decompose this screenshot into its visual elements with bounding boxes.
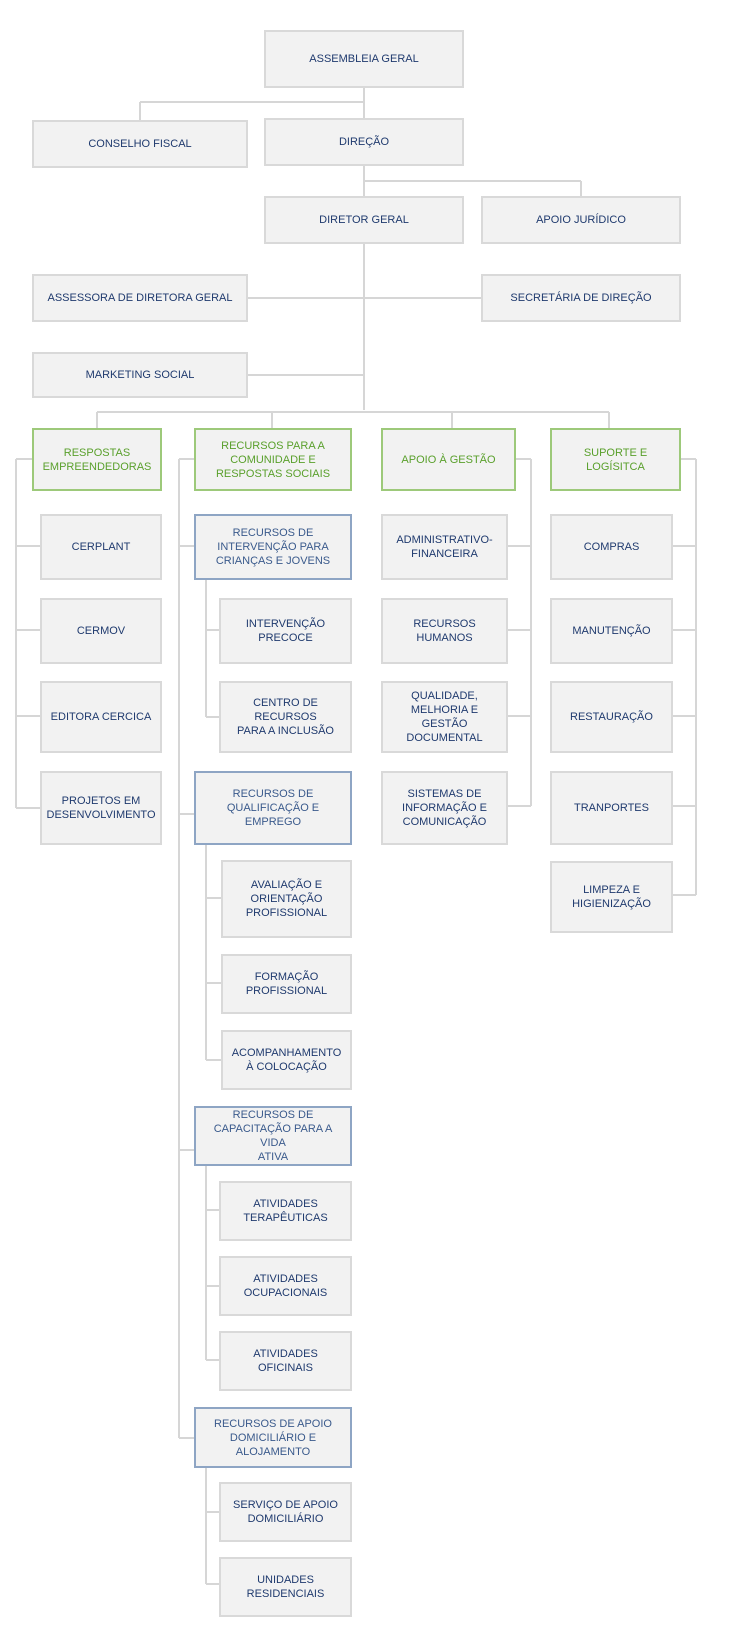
unit-sistemas-informacao: SISTEMAS DE INFORMAÇÃO E COMUNICAÇÃO [381, 771, 508, 845]
node-conselho-fiscal: CONSELHO FISCAL [32, 120, 248, 168]
group-apoio-domiciliario: RECURSOS DE APOIO DOMICILIÁRIO E ALOJAME… [194, 1407, 352, 1468]
unit-restauracao: RESTAURAÇÃO [550, 681, 673, 753]
node-assessora: ASSESSORA DE DIRETORA GERAL [32, 274, 248, 322]
unit-atividades-ocupacionais: ATIVIDADES OCUPACIONAIS [219, 1256, 352, 1316]
unit-editora-cercica: EDITORA CERCICA [40, 681, 162, 753]
unit-manutencao: MANUTENÇÃO [550, 598, 673, 664]
unit-unidades-residenciais: UNIDADES RESIDENCIAIS [219, 1557, 352, 1617]
unit-cerplant: CERPLANT [40, 514, 162, 580]
unit-cermov: CERMOV [40, 598, 162, 664]
node-assembleia-geral: ASSEMBLEIA GERAL [264, 30, 464, 88]
dept-respostas-empreendedoras: RESPOSTAS EMPREENDEDORAS [32, 428, 162, 491]
unit-administrativo-financeira: ADMINISTRATIVO- FINANCEIRA [381, 514, 508, 580]
group-capacitacao-vida-ativa: RECURSOS DE CAPACITAÇÃO PARA A VIDA ATIV… [194, 1106, 352, 1166]
unit-tranportes: TRANPORTES [550, 771, 673, 845]
unit-acompanhamento-colocacao: ACOMPANHAMENTO À COLOCAÇÃO [221, 1030, 352, 1090]
dept-suporte-logistica: SUPORTE E LOGÍSITCA [550, 428, 681, 491]
unit-intervencao-precoce: INTERVENÇÃO PRECOCE [219, 598, 352, 664]
unit-qualidade-melhoria: QUALIDADE, MELHORIA E GESTÃO DOCUMENTAL [381, 681, 508, 753]
dept-recursos-comunidade: RECURSOS PARA A COMUNIDADE E RESPOSTAS S… [194, 428, 352, 491]
group-qualificacao-emprego: RECURSOS DE QUALIFICAÇÃO E EMPREGO [194, 771, 352, 845]
node-secretaria: SECRETÁRIA DE DIREÇÃO [481, 274, 681, 322]
unit-centro-recursos-inclusao: CENTRO DE RECURSOS PARA A INCLUSÃO [219, 681, 352, 753]
node-diretor-geral: DIRETOR GERAL [264, 196, 464, 244]
dept-apoio-gestao: APOIO À GESTÃO [381, 428, 516, 491]
unit-atividades-terapeuticas: ATIVIDADES TERAPÊUTICAS [219, 1181, 352, 1241]
node-apoio-juridico: APOIO JURÍDICO [481, 196, 681, 244]
node-marketing-social: MARKETING SOCIAL [32, 352, 248, 398]
unit-avaliacao-orientacao: AVALIAÇÃO E ORIENTAÇÃO PROFISSIONAL [221, 860, 352, 938]
unit-atividades-oficinais: ATIVIDADES OFICINAIS [219, 1331, 352, 1391]
unit-compras: COMPRAS [550, 514, 673, 580]
node-direcao: DIREÇÃO [264, 118, 464, 166]
unit-servico-apoio-domiciliario: SERVIÇO DE APOIO DOMICILIÁRIO [219, 1482, 352, 1542]
unit-projetos-desenvolvimento: PROJETOS EM DESENVOLVIMENTO [40, 771, 162, 845]
group-intervencao-criancas: RECURSOS DE INTERVENÇÃO PARA CRIANÇAS E … [194, 514, 352, 580]
unit-recursos-humanos: RECURSOS HUMANOS [381, 598, 508, 664]
unit-formacao-profissional: FORMAÇÃO PROFISSIONAL [221, 954, 352, 1014]
unit-limpeza-higienizacao: LIMPEZA E HIGIENIZAÇÃO [550, 861, 673, 933]
